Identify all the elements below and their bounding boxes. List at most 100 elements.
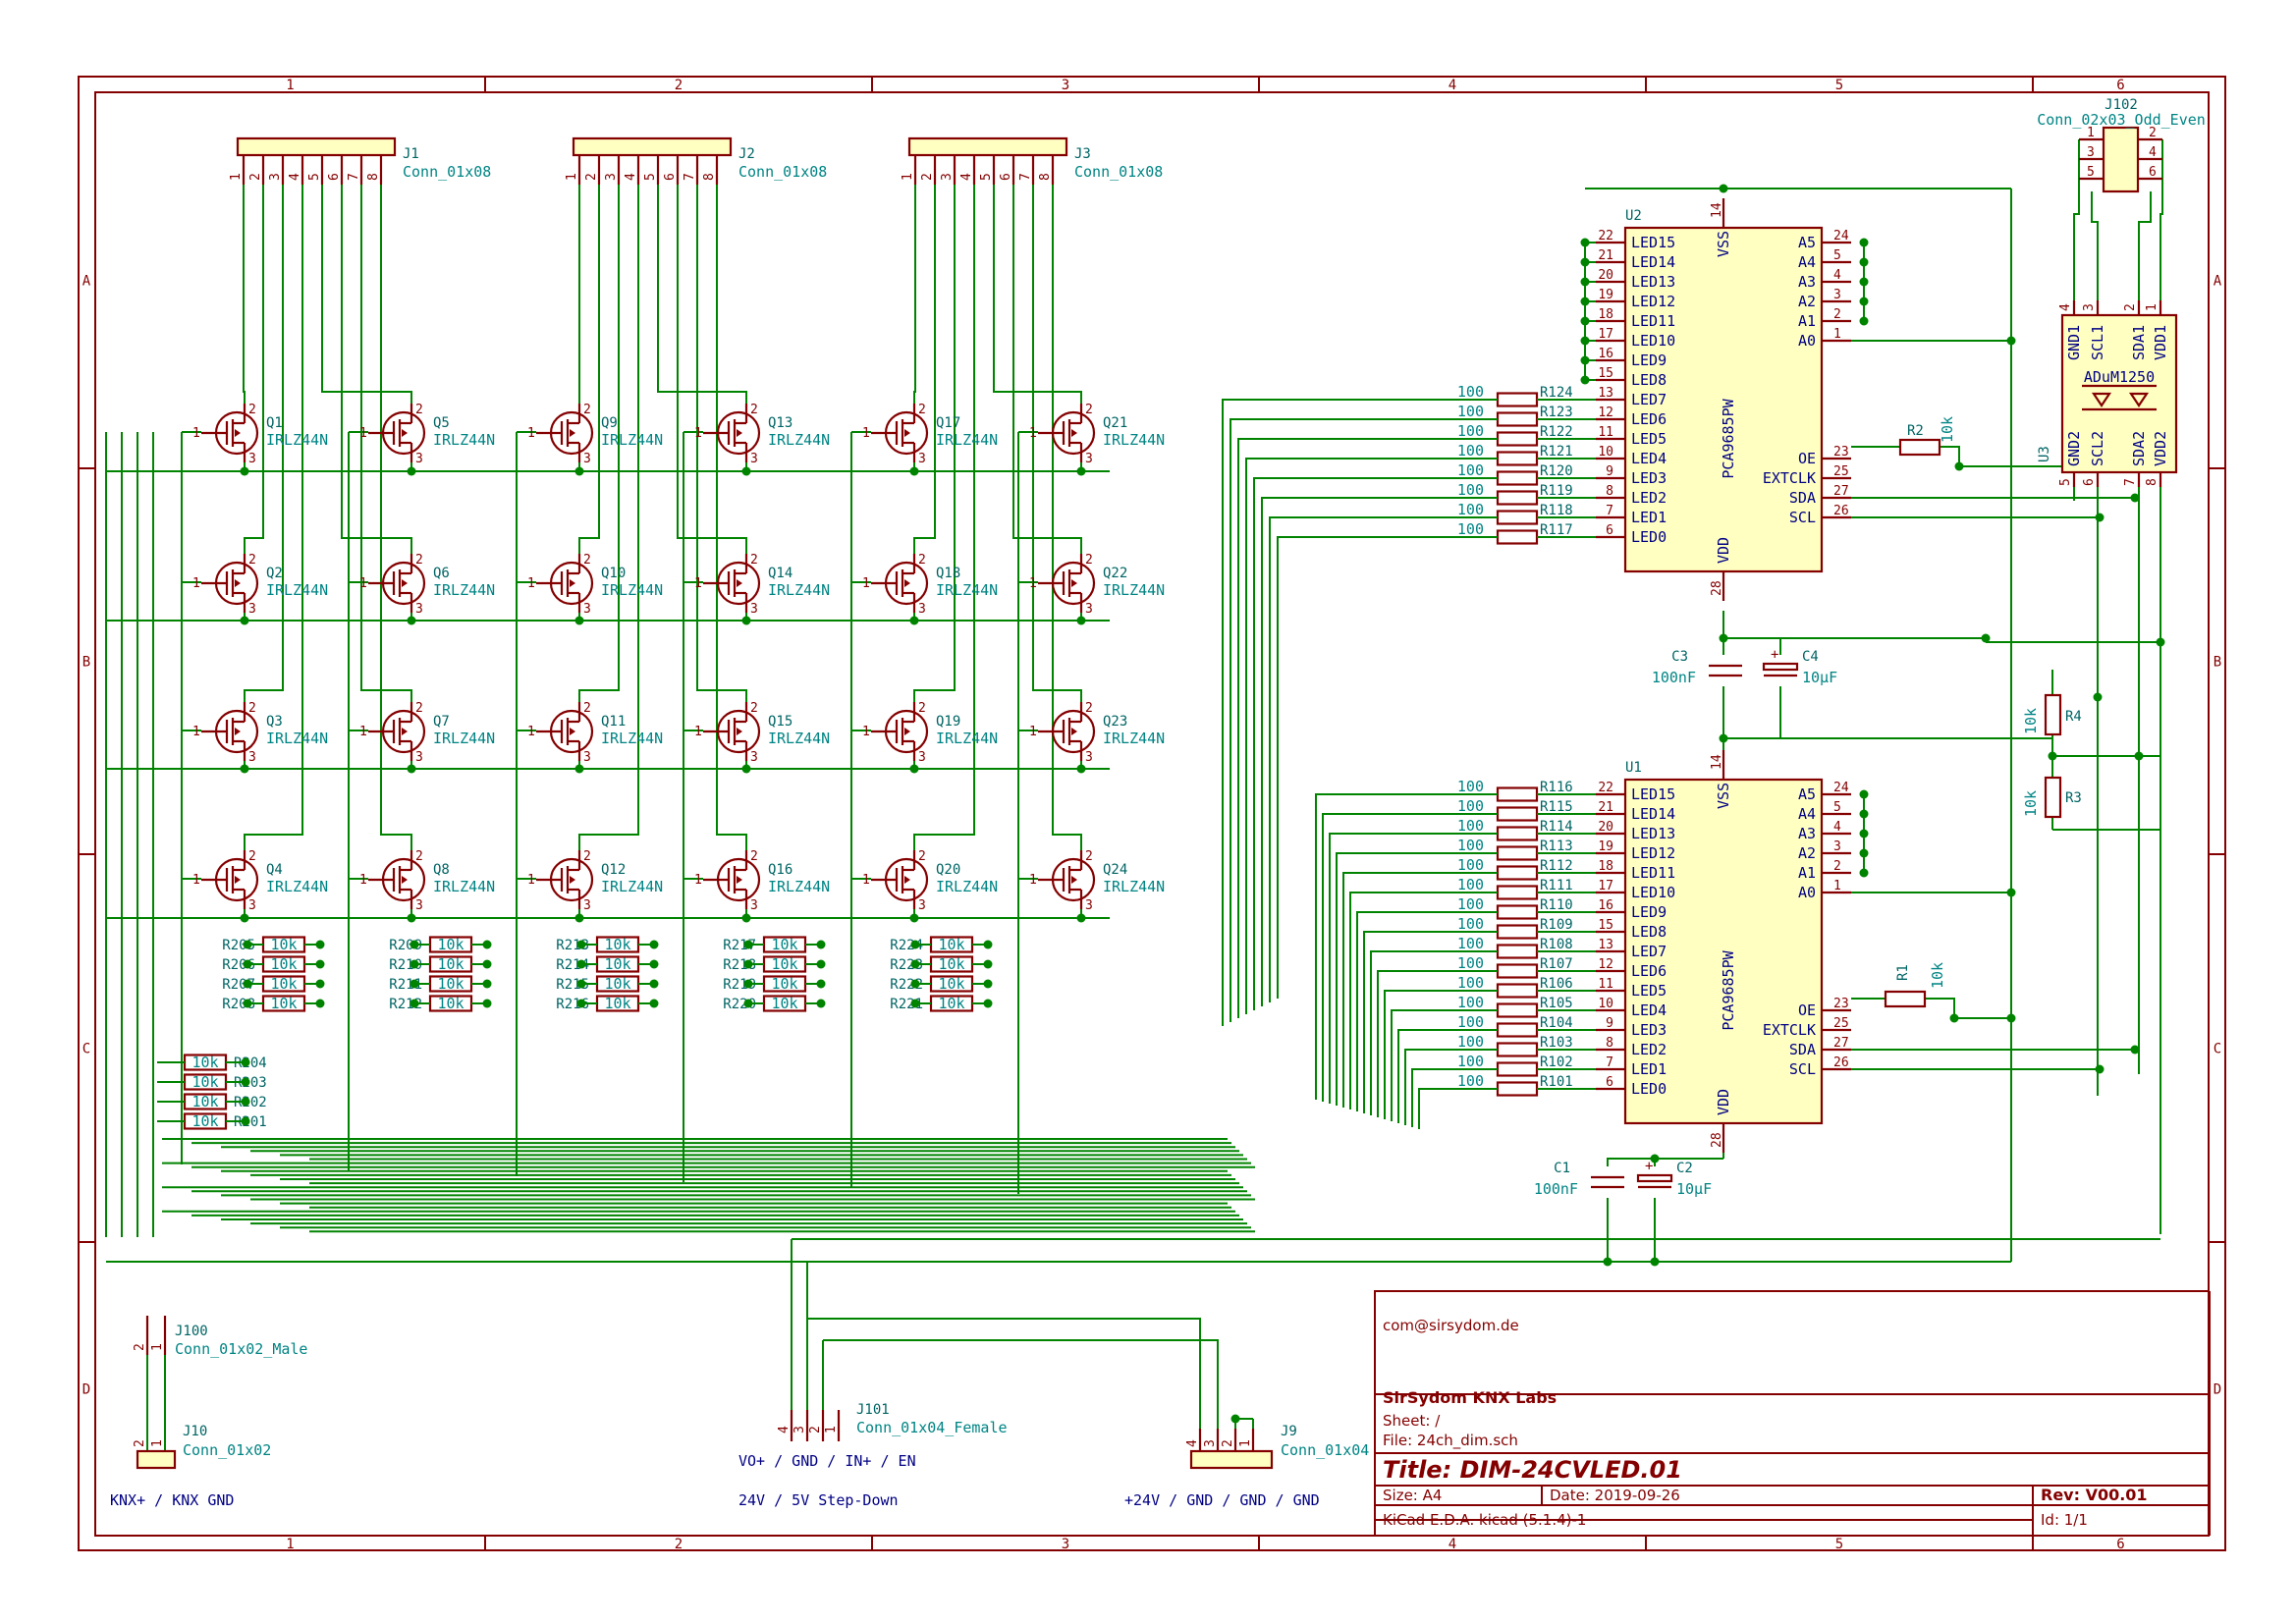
mosfet-drain-pin-number: 2 bbox=[248, 553, 256, 568]
chip-pin-number: 25 bbox=[1833, 1016, 1849, 1031]
header-pin-number: 5 bbox=[2087, 165, 2095, 180]
j10-value: Conn_01x02 bbox=[183, 1441, 271, 1459]
mosfet-drain-pin-number: 2 bbox=[248, 701, 256, 716]
title-company: SirSydom KNX Labs bbox=[1383, 1388, 1557, 1407]
chip-pin-name: SCL bbox=[1789, 509, 1816, 526]
chip-pin-number: 26 bbox=[1833, 1055, 1849, 1070]
wire-path bbox=[1261, 497, 1439, 1006]
series-resistor-ref: R106 bbox=[1540, 976, 1573, 992]
series-resistor-r108 bbox=[1496, 944, 1539, 959]
series-resistor-ref: R112 bbox=[1540, 858, 1573, 874]
series-resistor-value: 100 bbox=[1457, 797, 1484, 815]
wires bbox=[105, 139, 2165, 1429]
title-text: Title: DIM-24CVLED.01 bbox=[1383, 1456, 1682, 1484]
chip-pin-number: 24 bbox=[1833, 781, 1849, 795]
mosfet-ref: Q3 bbox=[266, 714, 283, 730]
chip-pin-name: A1 bbox=[1798, 864, 1816, 882]
chip-pin-name: A2 bbox=[1798, 293, 1816, 310]
resistor-value: 10k bbox=[191, 1073, 218, 1091]
series-resistor-r113 bbox=[1496, 845, 1539, 861]
series-resistor-value: 100 bbox=[1457, 817, 1484, 835]
chip-pin-number: 15 bbox=[1598, 366, 1613, 381]
connector-body bbox=[572, 136, 733, 157]
connector-body bbox=[907, 136, 1068, 157]
isolator-pin-name: VDD1 bbox=[2152, 325, 2169, 360]
chip-pin-name: A5 bbox=[1798, 234, 1816, 251]
wire-path bbox=[993, 185, 1082, 404]
pullup-r3-ref: R3 bbox=[2065, 790, 2082, 806]
series-resistor-value: 100 bbox=[1457, 520, 1484, 538]
connector-pin-number: 3 bbox=[604, 173, 619, 181]
mosfet-source-pin-number: 3 bbox=[918, 602, 926, 617]
chip-ref: U2 bbox=[1625, 208, 1642, 224]
mosfet-source-pin-number: 3 bbox=[248, 898, 256, 913]
mosfet-arrow bbox=[402, 876, 408, 884]
mosfet-arrow bbox=[904, 728, 910, 735]
title-file: File: 24ch_dim.sch bbox=[1383, 1432, 1518, 1450]
mosfet-drain-pin-number: 2 bbox=[415, 849, 423, 864]
chip-pin-number: 20 bbox=[1598, 268, 1613, 283]
mosfet-ref: Q23 bbox=[1103, 714, 1127, 730]
chip-pin-number: 15 bbox=[1598, 918, 1613, 933]
resistor-value: 10k bbox=[771, 975, 797, 993]
mosfet-gate-pin-number: 1 bbox=[862, 426, 870, 441]
junction-dot bbox=[2130, 1045, 2140, 1055]
resistor-body bbox=[1496, 411, 1539, 427]
mosfet-drain-pin-number: 2 bbox=[750, 849, 758, 864]
junction-dot bbox=[983, 959, 993, 969]
chip-pin-name: A3 bbox=[1798, 273, 1816, 291]
chip-pin-number: 16 bbox=[1598, 898, 1613, 913]
series-resistor-r103 bbox=[1496, 1042, 1539, 1057]
series-resistor-ref: R124 bbox=[1540, 385, 1573, 401]
chip-pin-name: LED1 bbox=[1631, 509, 1667, 526]
mosfet-value: IRLZ44N bbox=[601, 581, 663, 599]
junction-dot bbox=[743, 999, 753, 1008]
connector-value: Conn_01x08 bbox=[738, 163, 827, 181]
header-j102-body bbox=[2102, 126, 2140, 193]
mosfet-gate-pin-number: 1 bbox=[359, 873, 367, 888]
j101-ref: J101 bbox=[856, 1402, 890, 1418]
series-resistor-r111 bbox=[1496, 885, 1539, 900]
series-resistor-r109 bbox=[1496, 924, 1539, 940]
resistor-body bbox=[1496, 924, 1539, 940]
resistor-value: 10k bbox=[604, 955, 630, 973]
isolator-body bbox=[2060, 313, 2178, 474]
mosfet-value: IRLZ44N bbox=[266, 730, 328, 747]
resistor-ref: R203 bbox=[234, 1075, 267, 1091]
row-label-left: A bbox=[82, 274, 91, 290]
series-resistor-value: 100 bbox=[1457, 1033, 1484, 1051]
wire-path bbox=[243, 185, 246, 404]
wire-path bbox=[823, 1339, 1219, 1429]
cap-value: 10µF bbox=[1802, 669, 1837, 686]
series-resistor-r102 bbox=[1496, 1061, 1539, 1077]
pullup-r2-ref: R2 bbox=[1907, 423, 1924, 439]
mosfet-gate-pin-number: 1 bbox=[192, 576, 200, 591]
junction-dot bbox=[910, 999, 920, 1008]
connector-pin-number: 1 bbox=[901, 173, 915, 181]
junction-dot bbox=[482, 979, 492, 989]
connector-ref: J3 bbox=[1074, 146, 1091, 162]
mosfet-value: IRLZ44N bbox=[936, 431, 998, 449]
junction-dot bbox=[816, 959, 826, 969]
pca9685-u1: LED1522LED1421LED1320LED1219LED1118LED10… bbox=[1596, 750, 1851, 1153]
mosfet-gate-pin-number: 1 bbox=[1029, 725, 1037, 739]
mosfet-ref: Q17 bbox=[936, 415, 960, 431]
mosfet-drain-pin-number: 2 bbox=[750, 403, 758, 417]
isolator-pin-number: 6 bbox=[2082, 478, 2097, 486]
chip-pin-number: 7 bbox=[1606, 1055, 1613, 1070]
junction-dot bbox=[315, 940, 325, 949]
series-resistor-value: 100 bbox=[1457, 935, 1484, 952]
series-resistor-ref: R111 bbox=[1540, 878, 1573, 893]
junction-dot bbox=[649, 979, 659, 989]
series-resistor-r124 bbox=[1496, 392, 1539, 407]
resistor-body bbox=[1496, 470, 1539, 486]
connector-pin-number: 7 bbox=[683, 173, 697, 181]
mosfet-drain-pin-number: 2 bbox=[918, 849, 926, 864]
row-label-left: B bbox=[82, 655, 90, 671]
